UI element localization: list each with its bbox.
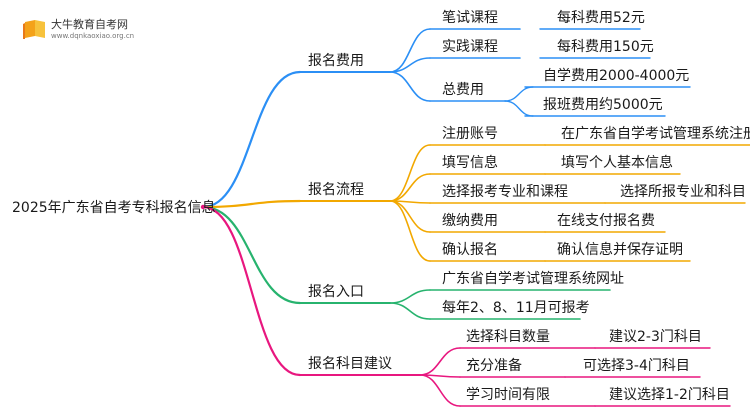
child-connector [389, 289, 431, 304]
root-topic: 2025年广东省自考专科报名信息 [12, 200, 216, 216]
branch-registration-fee: 报名费用 [308, 53, 364, 69]
node-practice-course: 实践课程 [442, 39, 498, 55]
child-connector [389, 57, 431, 73]
root-connector [201, 205, 302, 377]
leaf-choose-major: 选择所报专业和科目 [620, 184, 746, 200]
child-connector [389, 200, 431, 233]
leaf-full-preparation: 可选择3-4门科目 [583, 358, 690, 374]
leaf-confirm: 确认信息并保存证明 [557, 242, 683, 258]
node-exam-months: 每年2、8、11月可报考 [442, 300, 590, 316]
child-connector [389, 144, 431, 202]
logo-title: 大牛教育自考网 [51, 18, 128, 31]
leaf-practice-fee: 每科费用150元 [557, 39, 654, 55]
child-connector [419, 374, 461, 407]
root-connector [201, 199, 302, 209]
branch-registration-entry: 报名入口 [308, 284, 364, 300]
node-written-course: 笔试课程 [442, 10, 498, 26]
leaf-written-fee: 每科费用52元 [557, 10, 645, 26]
node-full-preparation: 充分准备 [466, 358, 522, 374]
branch-subject-advice: 报名科目建议 [308, 356, 392, 372]
root-connector [201, 205, 302, 305]
node-register-account: 注册账号 [442, 126, 498, 142]
leaf-connector [504, 86, 534, 102]
leaf-pay-fee: 在线支付报名费 [557, 213, 655, 229]
leaf-self-study-fee: 自学费用2000-4000元 [543, 68, 690, 84]
node-choose-major: 选择报考专业和课程 [442, 184, 568, 200]
node-total-fee: 总费用 [442, 82, 484, 98]
child-connector [389, 200, 431, 262]
child-connector [389, 71, 431, 102]
node-pay-fee: 缴纳费用 [442, 213, 498, 229]
node-limited-time: 学习时间有限 [466, 387, 550, 403]
node-subject-count: 选择科目数量 [466, 329, 550, 345]
site-logo [22, 18, 52, 40]
leaf-class-fee: 报班费用约5000元 [543, 97, 663, 113]
logo-subtitle: www.dqnkaoxiao.org.cn [51, 32, 135, 40]
node-fill-info: 填写信息 [442, 155, 498, 171]
root-anchor-dot [200, 204, 206, 210]
root-connector [201, 70, 302, 209]
branch-registration-process: 报名流程 [308, 182, 364, 198]
leaf-connector [504, 100, 534, 117]
leaf-register-account: 在广东省自学考试管理系统注册 [561, 126, 750, 142]
node-system-website: 广东省自学考试管理系统网址 [442, 271, 624, 287]
leaf-subject-count: 建议2-3门科目 [609, 329, 702, 345]
leaf-limited-time: 建议选择1-2门科目 [609, 387, 730, 403]
child-connector [389, 173, 431, 202]
child-connector [419, 347, 461, 376]
child-connector [389, 302, 431, 320]
book-logo-icon [22, 18, 48, 40]
node-confirm: 确认报名 [442, 242, 498, 258]
leaf-fill-info: 填写个人基本信息 [561, 155, 673, 171]
